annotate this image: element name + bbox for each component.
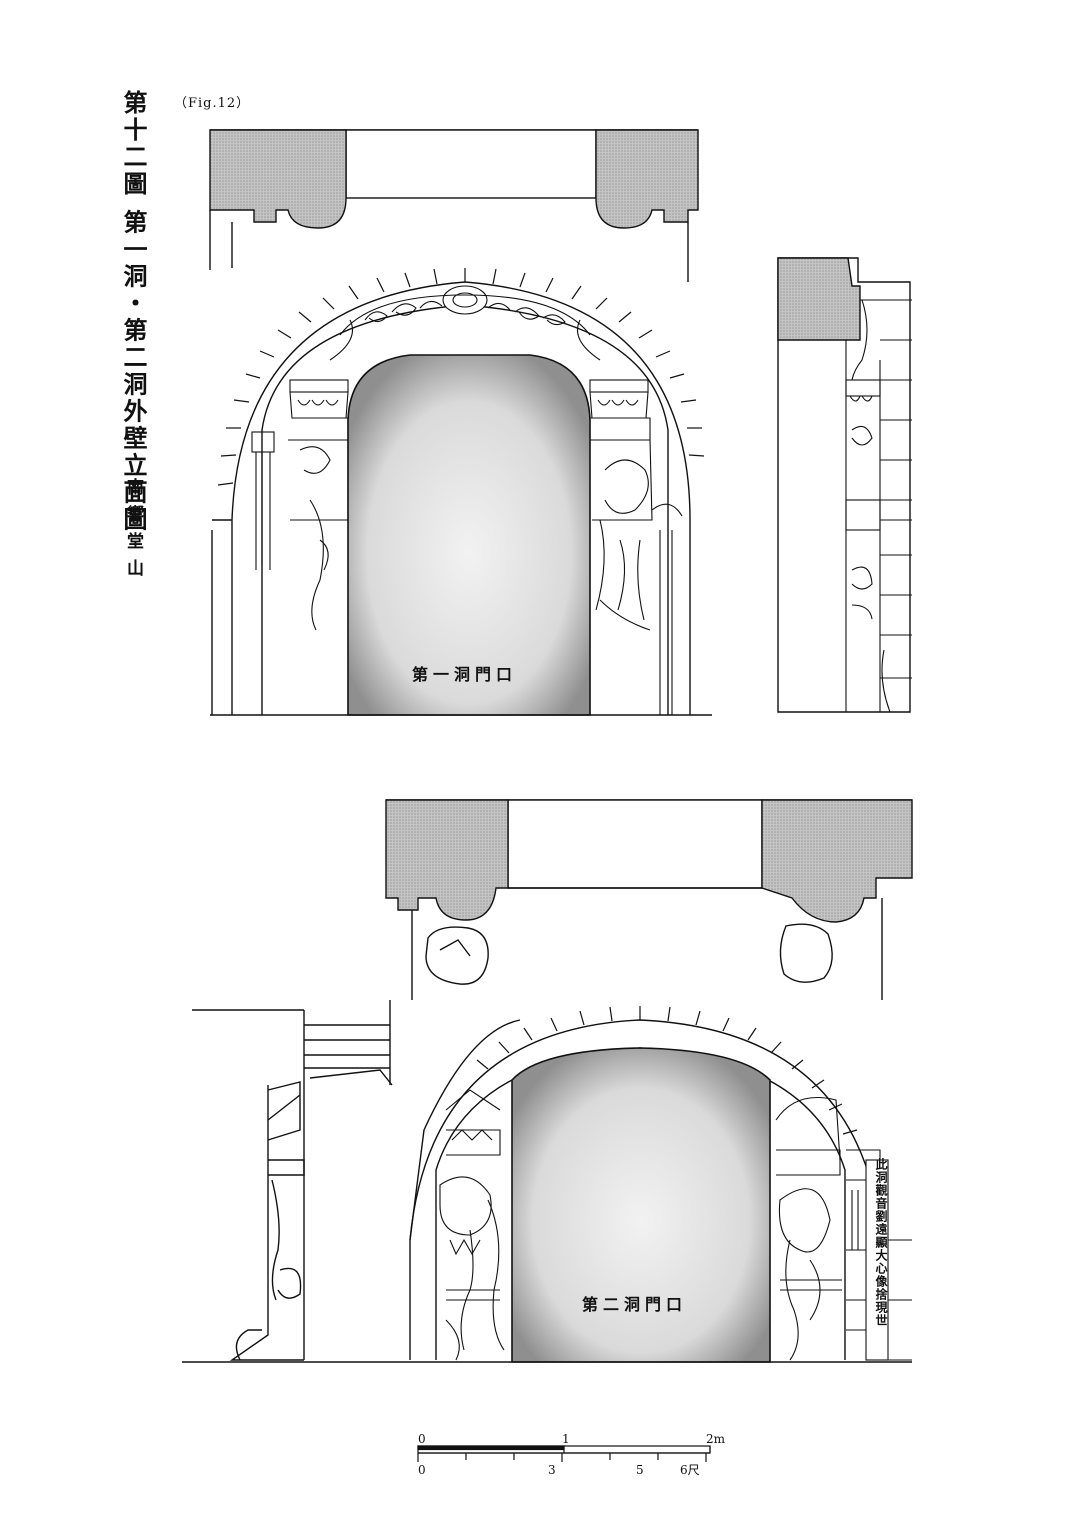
cave2-elevation xyxy=(182,799,913,1363)
cave1-side-section xyxy=(777,257,912,713)
cave1-door-label: 第一洞門口 xyxy=(412,665,517,684)
scale-bar xyxy=(417,1445,711,1462)
figure-title: 第十二圖 第一洞・第二洞外壁立面圖 xyxy=(119,90,148,534)
site-name: 南響堂山 xyxy=(123,478,143,586)
cave2-inscription: 此洞觀音劉遠顯大心像捨現世 xyxy=(874,1158,888,1327)
cave1-elevation xyxy=(209,129,712,716)
scale-tick-2m: 2m xyxy=(706,1432,726,1446)
scale-tick-6chi: 6尺 xyxy=(680,1463,700,1477)
scale-tick-0m: 0 xyxy=(418,1432,426,1446)
cave2-door-label: 第二洞門口 xyxy=(582,1295,687,1314)
scale-tick-3chi: 3 xyxy=(548,1463,556,1477)
figure-reference: （Fig.12） xyxy=(174,96,251,111)
scale-tick-1m: 1 xyxy=(562,1432,570,1446)
scale-tick-5chi: 5 xyxy=(636,1463,644,1477)
scale-tick-0chi: 0 xyxy=(418,1463,426,1477)
